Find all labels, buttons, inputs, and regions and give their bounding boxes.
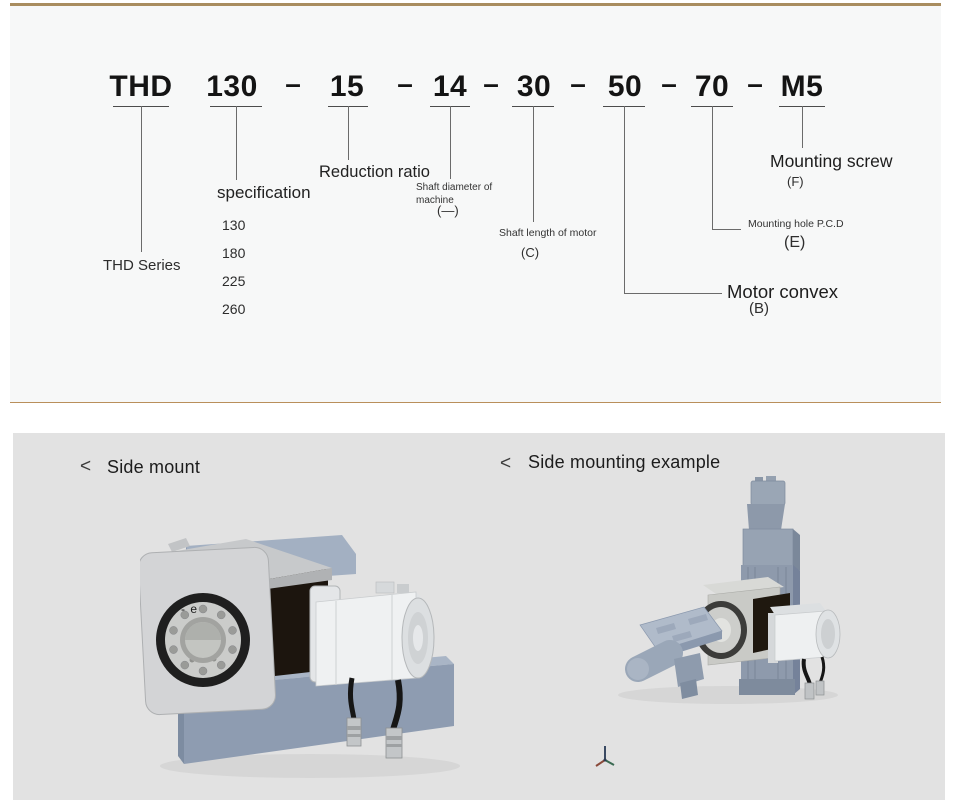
- side-mounting-example-illustration: [618, 476, 841, 704]
- code-motor-convex: (B): [749, 300, 769, 317]
- line-shaft-length: [533, 106, 534, 222]
- code-part-ratio: 15: [329, 70, 365, 103]
- code-mounting-screw: (F): [787, 174, 804, 189]
- face-watermark: - e: [181, 602, 199, 616]
- label-reduction-ratio: Reduction ratio: [319, 163, 430, 181]
- label-mounting-hole: Mounting hole P.C.D: [748, 218, 844, 230]
- coordinate-axes-icon: [595, 746, 615, 767]
- label-shaft-diameter-line2: machine: [416, 195, 454, 206]
- shadow: [160, 754, 460, 778]
- code-mounting-hole: (E): [784, 234, 806, 251]
- code-dash-2: –: [397, 68, 413, 99]
- label-shaft-diameter-line1: Shaft diameter of: [416, 182, 493, 193]
- line-mounting-hole-h: [712, 229, 741, 230]
- line-series: [141, 106, 142, 252]
- spec-option-180: 180: [222, 245, 246, 261]
- code-part-mounting-hole: 70: [694, 70, 730, 103]
- label-thd-series: THD Series: [103, 257, 181, 274]
- line-motor-convex-h: [624, 293, 722, 294]
- rotary-face: [156, 593, 250, 687]
- left-angle-mark: <: [80, 456, 92, 477]
- side-mount-illustration: [140, 535, 460, 778]
- right-gallery-title: Side mounting example: [528, 452, 721, 472]
- label-motor-convex: Motor convex: [727, 281, 839, 302]
- code-dash-6: –: [747, 68, 763, 99]
- spec-option-130: 130: [222, 217, 246, 233]
- spec-option-225: 225: [222, 273, 246, 289]
- line-specification: [236, 106, 237, 180]
- code-dash-5: –: [661, 68, 677, 99]
- code-part-series: THD: [109, 70, 173, 103]
- code-shaft-diameter: (—): [437, 203, 459, 218]
- label-shaft-length: Shaft length of motor: [499, 227, 597, 239]
- code-dash-1: –: [285, 68, 301, 99]
- code-shaft-length: (C): [521, 245, 540, 260]
- servo-motor: [309, 581, 435, 687]
- code-part-mounting-screw: M5: [780, 70, 824, 103]
- code-part-motor-convex: 50: [607, 70, 643, 103]
- line-ratio: [348, 106, 349, 160]
- line-mounting-hole-v: [712, 106, 713, 229]
- code-part-shaft-diameter: 14: [432, 70, 468, 103]
- right-angle-mark: <: [500, 453, 512, 474]
- left-gallery-title: Side mount: [107, 457, 201, 477]
- support-cylinder: [625, 640, 683, 682]
- line-shaft-diameter: [450, 106, 451, 179]
- code-dash-3: –: [483, 68, 499, 99]
- ordering-code-panel: [10, 3, 941, 403]
- label-mounting-screw: Mounting screw: [770, 151, 893, 171]
- example-motor: [768, 603, 841, 700]
- code-part-shaft-length: 30: [516, 70, 552, 103]
- code-part-specification: 130: [206, 70, 258, 103]
- code-dash-4: –: [570, 68, 586, 99]
- spec-option-260: 260: [222, 301, 246, 317]
- line-motor-convex-v: [624, 106, 625, 293]
- motor-cables: [346, 677, 403, 759]
- label-specification: specification: [217, 183, 311, 202]
- line-mounting-screw: [802, 106, 803, 148]
- bracket-parts: [674, 653, 704, 699]
